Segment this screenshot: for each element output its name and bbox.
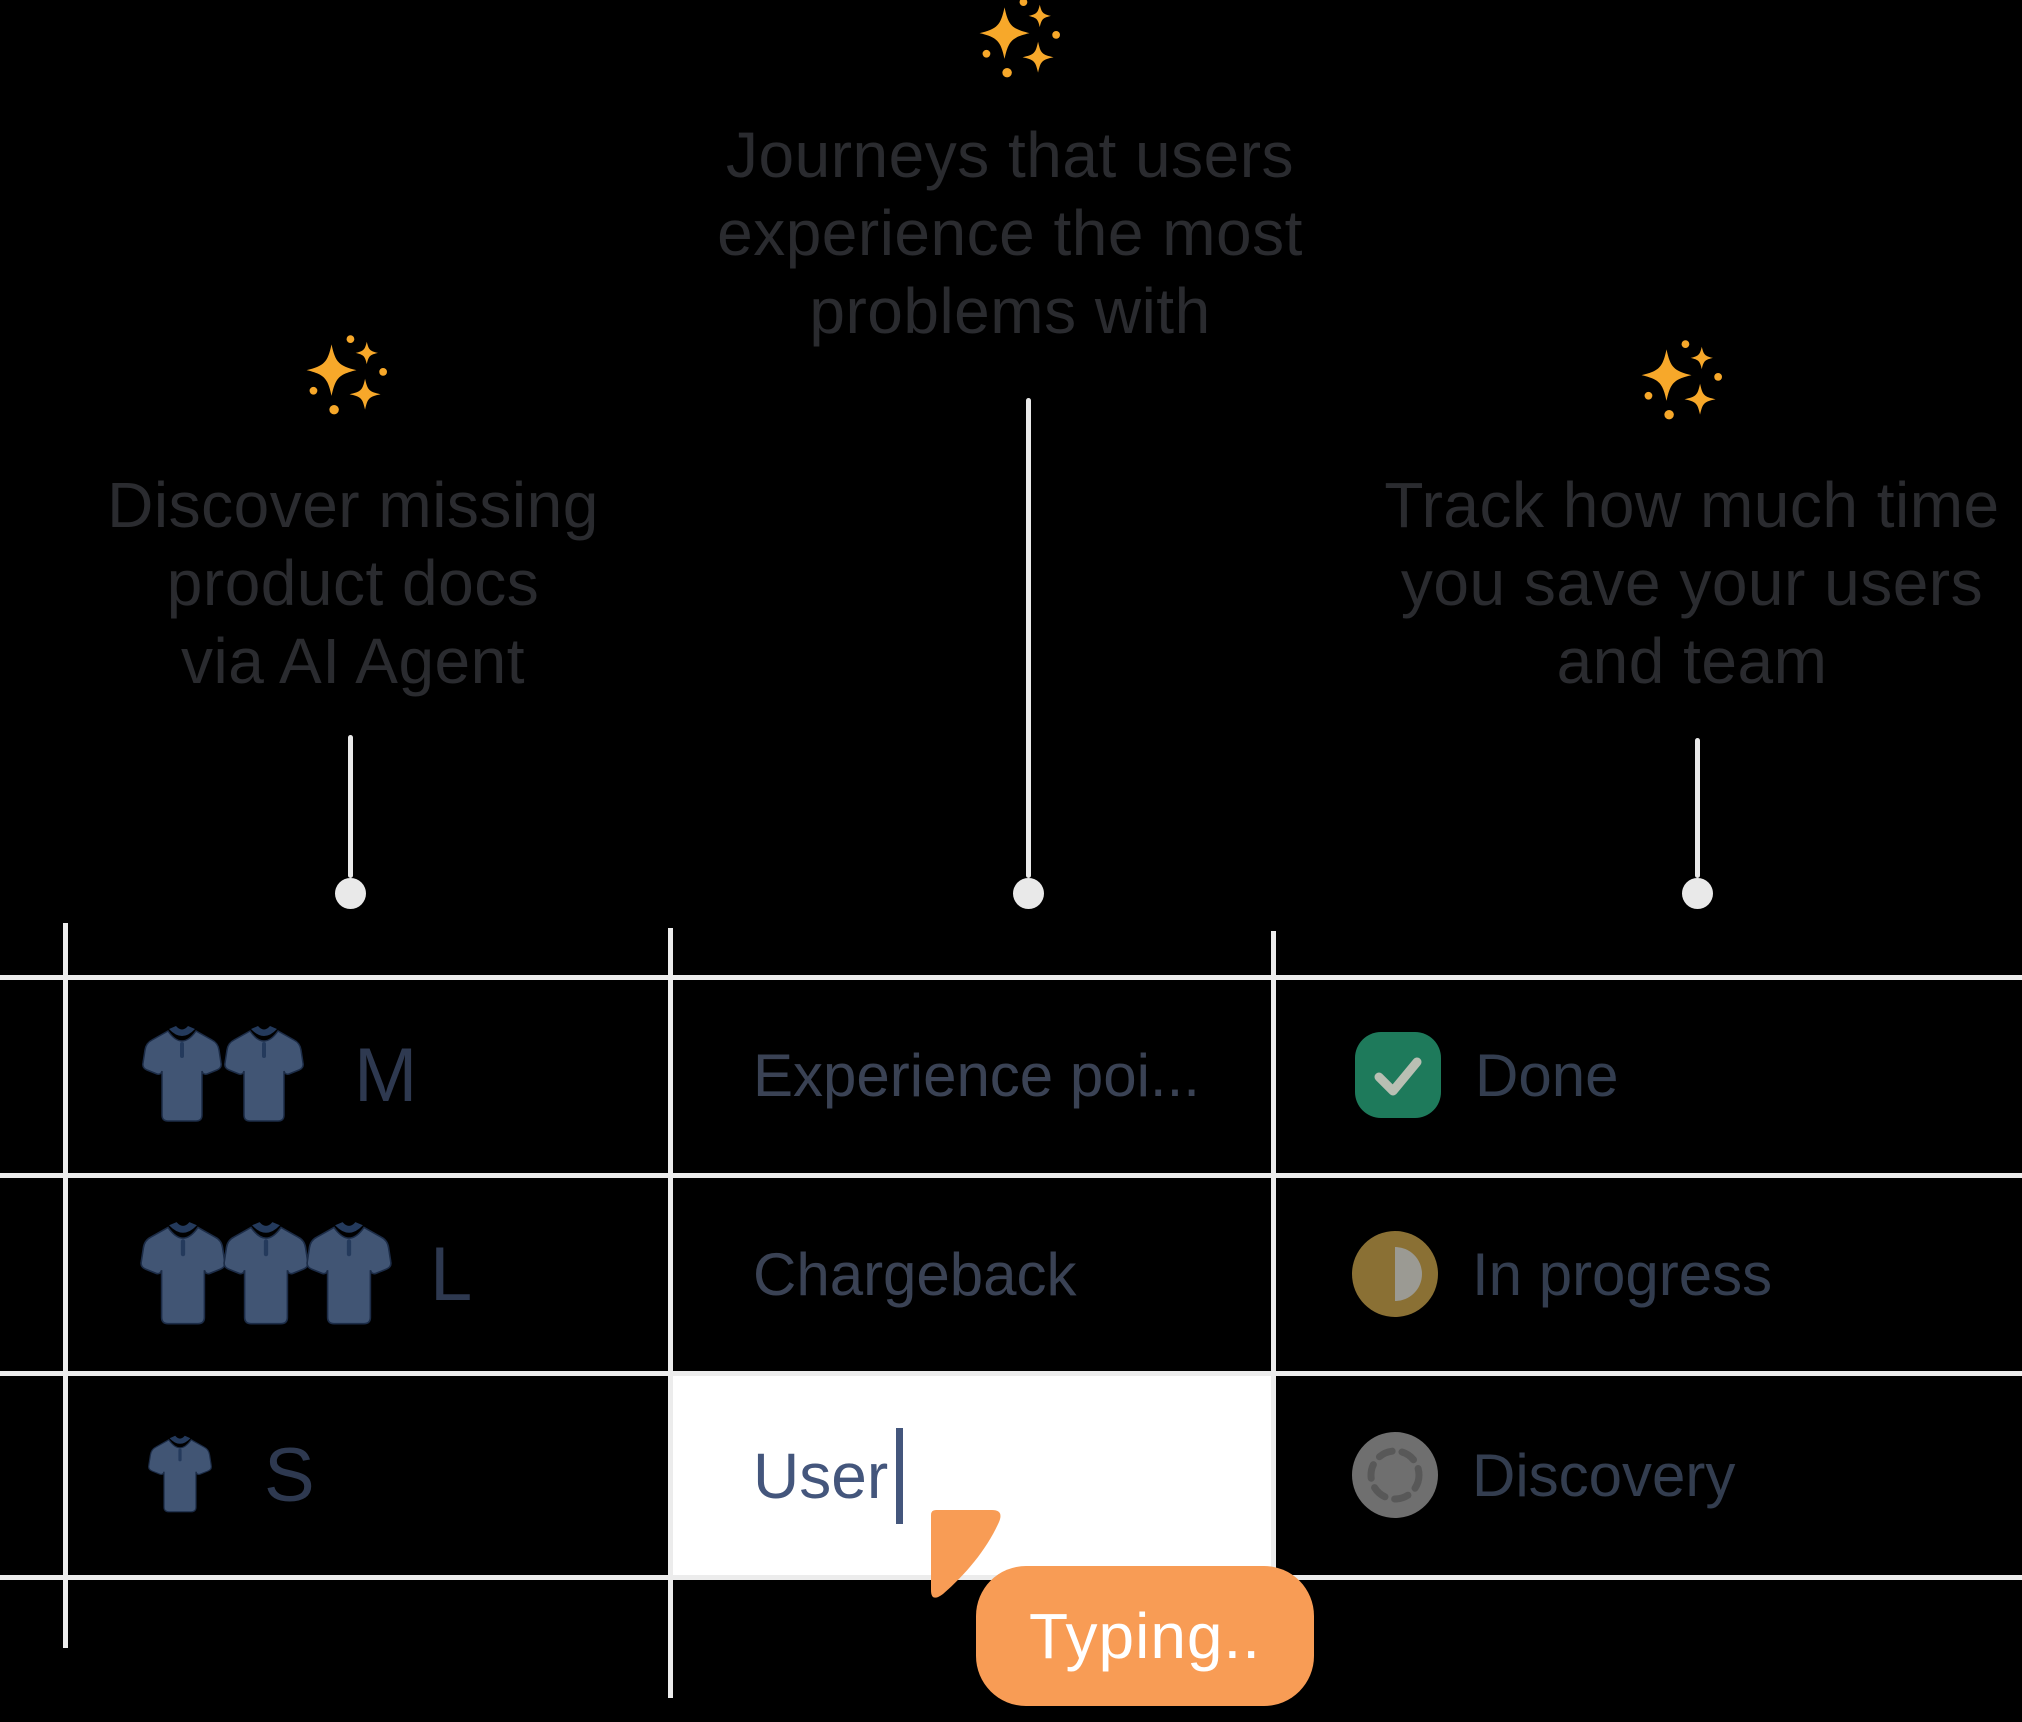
- annotation-line: Discover missing: [107, 469, 599, 541]
- size-label: M: [354, 1032, 418, 1118]
- size-label: L: [430, 1231, 473, 1317]
- annotation-line: experience the most: [717, 197, 1303, 269]
- annotation-right: Track how much time you save your users …: [1342, 466, 2022, 700]
- text-caret: [896, 1427, 904, 1524]
- typing-badge: Typing..: [976, 1566, 1314, 1706]
- connector-dot-right: [1682, 878, 1713, 909]
- annotation-line: via AI Agent: [180, 625, 526, 697]
- half-circle-progress-icon: [1352, 1231, 1438, 1317]
- journey-cell-row2: Chargeback: [753, 1177, 1268, 1371]
- collab-cursor-icon: [931, 1510, 1001, 1598]
- tshirt-icon: [148, 1435, 212, 1515]
- status-label: In progress: [1472, 1240, 1773, 1308]
- status-cell-row3: Discovery: [1352, 1375, 1735, 1575]
- dashed-circle-icon: [1352, 1432, 1438, 1518]
- table-row-divider: [0, 975, 2022, 980]
- sparkles-icon: [1639, 339, 1725, 425]
- tshirt-icon: [223, 1221, 309, 1328]
- effort-cell-row2: L: [140, 1177, 472, 1371]
- tshirt-icon: [142, 1025, 222, 1125]
- table-row-divider: [0, 1371, 2022, 1376]
- effort-cell-row1: M: [142, 977, 417, 1173]
- journey-cell-row1: Experience poi...: [753, 977, 1268, 1173]
- editing-cell-value: User: [753, 1439, 889, 1512]
- status-label: Done: [1475, 1041, 1619, 1109]
- journey-label: Chargeback: [753, 1240, 1077, 1308]
- tshirt-icon: [140, 1221, 226, 1328]
- annotation-line: product docs: [166, 547, 540, 619]
- connector-dot-center: [1013, 878, 1044, 909]
- status-cell-row1: Done: [1355, 977, 1618, 1173]
- tshirt-icon: [306, 1221, 392, 1328]
- status-cell-row2: In progress: [1352, 1177, 1772, 1371]
- sparkles-icon: [977, 0, 1063, 83]
- annotation-line: and team: [1556, 625, 1828, 697]
- table-column-divider: [668, 928, 673, 1698]
- table-row-divider: [0, 1173, 2022, 1178]
- annotation-line: Track how much time: [1384, 469, 2000, 541]
- connector-line-left: [348, 735, 353, 878]
- annotation-line: problems with: [809, 275, 1211, 347]
- effort-cell-row3: S: [148, 1375, 315, 1575]
- connector-line-center: [1026, 398, 1031, 878]
- annotation-center: Journeys that users experience the most …: [660, 116, 1360, 350]
- connector-dot-left: [335, 878, 366, 909]
- table-left-border: [63, 923, 68, 1648]
- connector-line-right: [1695, 738, 1700, 878]
- sparkles-icon: [304, 334, 390, 420]
- annotation-left: Discover missing product docs via AI Age…: [3, 466, 703, 700]
- status-label: Discovery: [1472, 1441, 1736, 1509]
- tshirt-icon: [224, 1025, 304, 1125]
- check-done-icon: [1355, 1032, 1441, 1118]
- table-column-divider: [1271, 931, 1276, 1579]
- size-label: S: [264, 1432, 315, 1518]
- annotation-line: Journeys that users: [726, 119, 1294, 191]
- typing-label: Typing..: [1028, 1600, 1262, 1672]
- annotation-line: you save your users: [1400, 547, 1984, 619]
- journey-label: Experience poi...: [753, 1041, 1200, 1109]
